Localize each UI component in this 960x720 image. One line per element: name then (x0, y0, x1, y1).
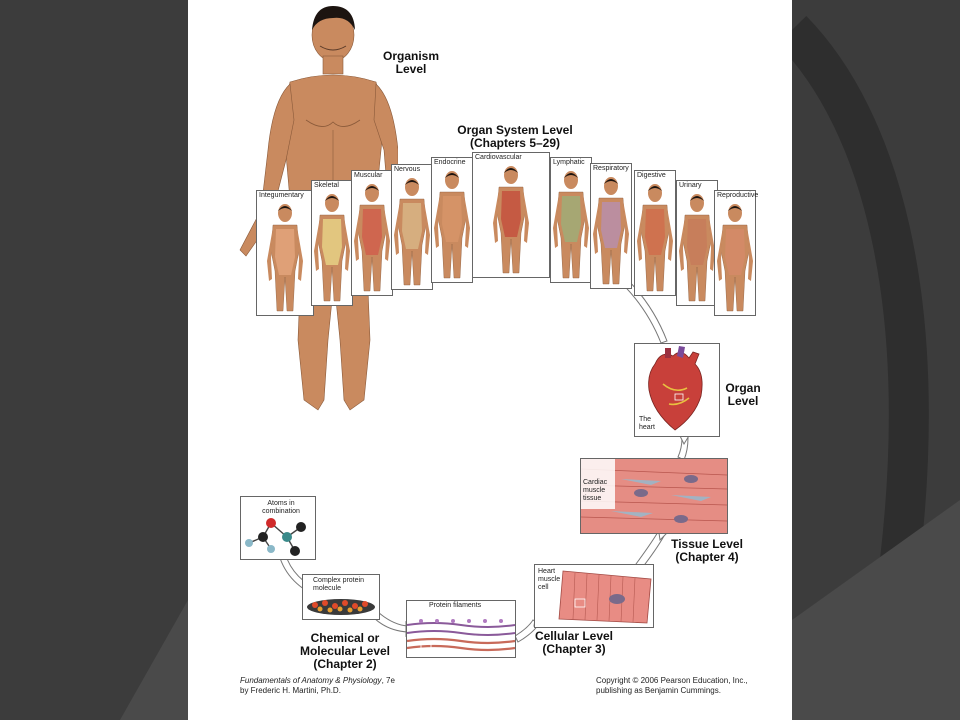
organ-system-label: Integumentary (259, 192, 304, 199)
organ-system-figure (267, 204, 303, 312)
book-credit: Fundamentals of Anatomy & Physiology, 7e… (240, 676, 395, 696)
heart-cell-panel: Heart muscle cell (534, 564, 654, 628)
complex-protein-label: Complex protein molecule (313, 577, 364, 592)
organ-system-figure (717, 204, 753, 312)
organ-level-title: Organ Level (725, 381, 761, 408)
copyright-line: Copyright © 2006 Pearson Education, Inc.… (596, 676, 748, 685)
organ-system-panel: Cardiovascular (472, 152, 550, 278)
heart-panel: The heart (634, 343, 720, 437)
organ-system-label: Muscular (354, 172, 383, 179)
organ-system-label: Lymphatic (553, 159, 585, 166)
atoms-label: Atoms in combination (262, 500, 300, 515)
organ-system-label: Urinary (679, 182, 702, 189)
organ-system-figure (394, 178, 430, 286)
organ-system-panel: Digestive (634, 170, 676, 296)
organ-system-panel: Respiratory (590, 163, 632, 289)
heart-cell-label: Heart muscle cell (538, 568, 561, 591)
organ-system-label: Cardiovascular (475, 154, 522, 161)
complex-protein-panel: Complex protein molecule (302, 574, 380, 620)
organ-system-panel: Integumentary (256, 190, 314, 316)
protein-filaments-illustration (407, 619, 515, 652)
protein-filaments-label: Protein filaments (429, 602, 482, 609)
organ-system-label: Respiratory (593, 165, 629, 172)
cellular-level-title: Cellular Level (Chapter 3) (534, 629, 614, 656)
organ-system-figure (593, 177, 629, 285)
organ-system-figure (314, 194, 350, 302)
organ-system-label: Nervous (394, 166, 421, 173)
organ-system-figure (637, 184, 673, 292)
slide-canvas: Organism Level Organ System Level (Chapt… (188, 0, 792, 720)
atoms-panel: Atoms in combination (240, 496, 316, 560)
heart-illustration (648, 346, 703, 431)
organ-system-label: Digestive (637, 172, 666, 179)
organ-system-panel: Muscular (351, 170, 393, 296)
protein-filaments-panel: Protein filaments (406, 600, 516, 658)
copyright-notice: Copyright © 2006 Pearson Education, Inc.… (596, 676, 748, 696)
organ-system-label: Reproductive (717, 192, 759, 199)
organ-system-figure (354, 184, 390, 292)
organ-system-figure (434, 171, 470, 279)
organ-system-label: Skeletal (314, 182, 339, 189)
organ-system-panel: Reproductive (714, 190, 759, 316)
book-author: by Frederic H. Martini, Ph.D. (240, 686, 341, 695)
cardiac-tissue-label: Cardiac muscle tissue (583, 479, 608, 502)
complex-protein-illustration (307, 599, 375, 615)
organ-system-figure (679, 194, 715, 302)
cardiac-tissue-illustration (581, 459, 727, 533)
book-title: Fundamentals of Anatomy & Physiology (240, 676, 382, 685)
cardiac-tissue-panel: Cardiac muscle tissue (580, 458, 728, 534)
organ-system-figure (553, 171, 589, 279)
tissue-level-title: Tissue Level (Chapter 4) (671, 537, 743, 564)
organ-system-level-title: Organ System Level (Chapters 5–29) (457, 123, 573, 150)
publisher-line: publishing as Benjamin Cummings. (596, 686, 721, 695)
organ-system-panel: Endocrine (431, 157, 473, 283)
heart-cell-illustration (558, 570, 652, 624)
book-edition: , 7e (381, 676, 395, 685)
organ-system-label: Endocrine (434, 159, 466, 166)
organ-system-panel: Nervous (391, 164, 433, 290)
heart-label: The heart (639, 416, 655, 431)
chemical-level-title: Chemical or Molecular Level (Chapter 2) (299, 631, 391, 671)
organ-system-figure (493, 166, 529, 274)
organ-system-panel: Urinary (676, 180, 718, 306)
organ-system-panel: Skeletal (311, 180, 353, 306)
organism-level-title: Organism Level (382, 49, 439, 76)
organ-system-panel: Lymphatic (550, 157, 592, 283)
atoms-illustration (245, 518, 306, 556)
